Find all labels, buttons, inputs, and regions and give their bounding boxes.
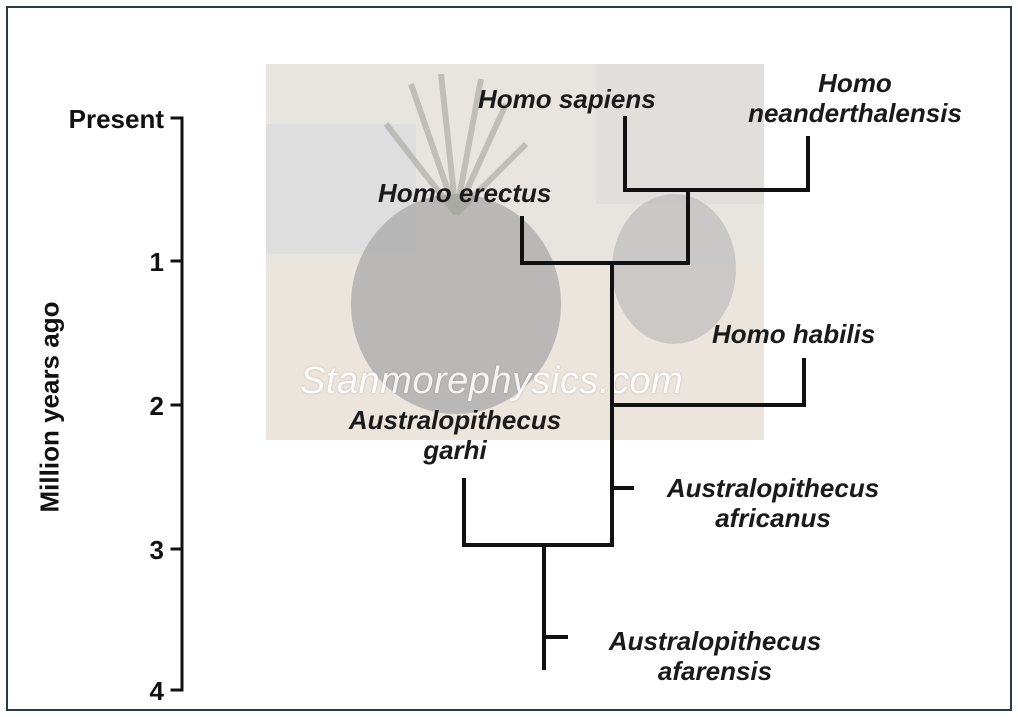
tick-label-1: 1	[14, 247, 164, 278]
branch-habilis	[612, 360, 804, 405]
label-homo-neanderthalensis: Homo neanderthalensis	[720, 68, 990, 128]
label-australopithecus-africanus: Australopithecus africanus	[640, 473, 906, 533]
label-homo-habilis: Homo habilis	[712, 319, 875, 349]
label-australopithecus-garhi: Australopithecus garhi	[322, 405, 588, 465]
tick-label-2: 2	[14, 391, 164, 422]
label-homo-erectus: Homo erectus	[378, 178, 551, 208]
tick-label-3: 3	[14, 535, 164, 566]
label-homo-sapiens: Homo sapiens	[478, 84, 656, 114]
tick-label-present: Present	[14, 104, 164, 135]
tick-label-4: 4	[14, 676, 164, 707]
label-australopithecus-afarensis: Australopithecus afarensis	[582, 626, 848, 686]
